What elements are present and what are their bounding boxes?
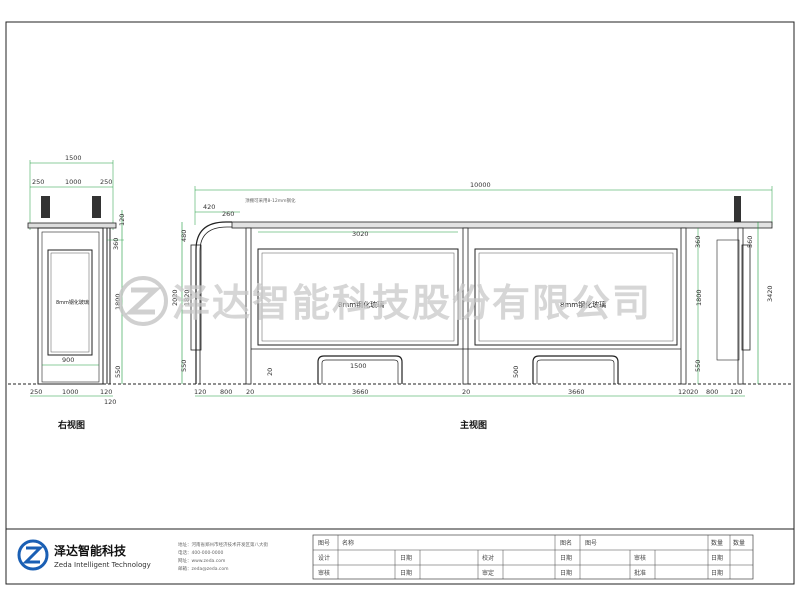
side-view-caption: 右视图: [57, 419, 85, 431]
front-dim-post-v: 20: [266, 368, 274, 376]
post-3: [680, 227, 687, 385]
front-dim-bottom-800a: 800: [220, 388, 232, 396]
front-panel-right-label: 8mm钢化玻璃: [560, 300, 606, 309]
tb-r3-c9: 批准: [634, 569, 646, 577]
front-dim-bottom-120c: 120: [730, 388, 742, 396]
tb-r3-c3: 日期: [400, 569, 412, 577]
post-4: [737, 227, 744, 385]
company-logo: [17, 539, 49, 571]
front-dim-bottom-3660a: 3660: [352, 388, 369, 396]
front-roof-curve: [195, 221, 232, 384]
front-view-caption: 主视图: [460, 419, 487, 431]
side-frame: [37, 227, 104, 385]
front-dim-bench-left: 1500: [350, 362, 367, 370]
tb-r3-c11: 日期: [711, 569, 723, 577]
watermark-text: 泽达智能科技股份有限公司: [172, 281, 652, 325]
company-name-cn: 泽达智能科技: [54, 543, 127, 558]
side-roof: [27, 222, 117, 229]
side-dim-bottom-below: 120: [104, 398, 116, 406]
bench-right: [532, 355, 619, 384]
tb-r3-c7: 日期: [560, 569, 572, 577]
front-dim-bench-right-h: 500: [512, 366, 520, 378]
tb-r2-c1: 设计: [318, 554, 330, 562]
front-dim-left-v1: 480: [180, 230, 188, 242]
front-dim-total-length: 10000: [470, 181, 491, 189]
front-left-side-glass: [190, 244, 202, 351]
front-dim-left-v4: 550: [180, 360, 188, 372]
front-dim-right-v1: 360: [694, 236, 702, 248]
front-roof-device: [734, 196, 741, 222]
front-dim-left-v3: 1820: [183, 289, 191, 306]
front-dim-bottom-20b: 20: [462, 388, 470, 396]
tb-r2-c3: 日期: [400, 554, 412, 562]
tb-r1-c1: 图号: [318, 540, 330, 547]
sheet-border: [5, 21, 795, 585]
front-dim-bottom-20c: 20: [690, 388, 698, 396]
tb-r1-c10: 数量: [711, 539, 723, 547]
front-dim-bottom-800b: 800: [706, 388, 718, 396]
front-roof: [231, 221, 773, 229]
side-frame-inner: [41, 231, 100, 383]
tb-r2-c11: 日期: [711, 554, 723, 562]
side-dim-right-v4: 550: [114, 366, 122, 378]
side-roof-device-right: [92, 196, 101, 218]
company-name-en: Zeda Intelligent Technology: [54, 561, 151, 569]
side-dim-right-v2: 360: [112, 238, 120, 250]
side-dim-bottom-mid: 1000: [62, 388, 79, 396]
contact-line-1: 地址：河南省郑州市经济技术开发区第八大街: [178, 541, 268, 548]
front-glass-panel-right: [474, 248, 678, 346]
front-dim-bottom-120a: 120: [194, 388, 206, 396]
side-dim-left-seg: 250: [32, 178, 44, 186]
side-dim-right-seg: 250: [100, 178, 112, 186]
side-dim-total-width: 1500: [65, 154, 82, 162]
title-block: 泽达智能科技 Zeda Intelligent Technology 地址：河南…: [17, 534, 754, 580]
front-dim-right-v3: 550: [694, 360, 702, 372]
front-dim-bottom-120b: 120: [678, 388, 690, 396]
tb-r2-c5: 校对: [482, 554, 494, 562]
side-dim-bottom-right: 120: [100, 388, 112, 396]
side-dim-bottom-left: 250: [30, 388, 42, 396]
tb-r1-c2: 名称: [342, 539, 354, 547]
front-dim-right-total: 3420: [766, 285, 774, 302]
side-dim-mid-seg: 1000: [65, 178, 82, 186]
contact-line-2: 电话：400-000-0000: [178, 549, 224, 556]
watermark: 泽达智能科技股份有限公司: [118, 276, 652, 326]
tb-r2-c7: 日期: [560, 554, 572, 562]
contact-line-3: 网址：www.zeda.com: [178, 557, 225, 564]
side-view: 1500 250 1000 250 8mm钢化玻璃 120 360 1800 5…: [27, 154, 126, 431]
tb-r2-c9: 审核: [634, 554, 646, 562]
front-dim-left-v2: 2020: [171, 289, 179, 306]
front-dim-curve: 260: [222, 210, 234, 218]
tb-r3-c1: 审核: [318, 569, 330, 577]
front-view: 10000 顶棚可采用8-12mm钢化 420 260 8mm钢化玻璃 8mm钢…: [171, 181, 774, 431]
side-roof-device-left: [41, 196, 50, 218]
front-dim-bench-left-h: 560: [746, 236, 754, 248]
front-roof-note: 顶棚可采用8-12mm钢化: [245, 197, 296, 204]
side-glass-panel: [47, 249, 93, 356]
side-panel-label: 8mm钢化玻璃: [56, 299, 89, 306]
front-dim-bottom-20a: 20: [246, 388, 254, 396]
tb-r1-c7: 图名: [560, 539, 572, 547]
front-glass-panel-left: [257, 248, 459, 346]
tb-r1-c8: 图号: [585, 540, 597, 547]
front-dim-panel-span: 3020: [352, 230, 369, 238]
side-dim-right-v1: 120: [118, 214, 126, 226]
tb-r3-c5: 审定: [482, 569, 494, 577]
front-dim-roof-offset: 420: [203, 203, 215, 211]
bench-left: [317, 355, 403, 384]
front-panel-left-label: 8mm钢化玻璃: [338, 300, 384, 309]
side-dim-right-v3: 1800: [114, 293, 122, 310]
front-dim-right-v2: 1800: [695, 289, 703, 306]
contact-line-4: 邮箱：zeda@zeda.com: [178, 565, 229, 572]
post-1: [245, 227, 252, 385]
side-dim-inner-width: 900: [62, 356, 74, 364]
front-dim-bottom-3660b: 3660: [568, 388, 585, 396]
tb-r1-c11: 数量: [733, 539, 745, 547]
post-2: [462, 227, 469, 385]
front-right-side-glass: [741, 244, 751, 351]
